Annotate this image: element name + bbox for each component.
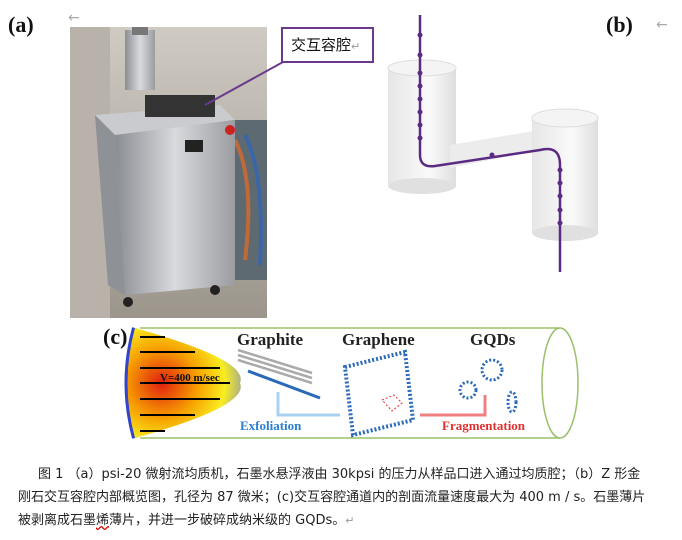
caption-text: 薄片，并进一步破碎成纳米级的 GQDs。 [109, 513, 346, 528]
return-mark: ↵ [345, 514, 355, 527]
return-mark: ↵ [351, 40, 361, 53]
caption-line-1: 图 1 （a）psi-20 微射流均质机，石墨水悬浮液由 30kpsi 的压力从… [38, 467, 641, 482]
figure-caption: 图 1 （a）psi-20 微射流均质机，石墨水悬浮液由 30kpsi 的压力从… [18, 463, 668, 532]
back-arrow-icon: ← [68, 10, 80, 26]
caption-line-2: 刚石交互容腔内部概览图，孔径为 87 微米；(c)交互容腔通道内的剖面流量速度最… [18, 490, 646, 505]
panel-c-label: (c) [103, 324, 127, 349]
interaction-chamber-callout: 交互容腔↵ [281, 27, 374, 63]
graphene-label: Graphene [342, 330, 415, 349]
spellcheck-word: 烯 [96, 513, 110, 528]
panel-a-label: (a) [8, 12, 34, 37]
graphene-sheet [342, 349, 416, 438]
velocity-label: V=400 m/sec [160, 372, 220, 384]
gqd-fragments [458, 358, 518, 414]
back-arrow-icon: ← [656, 17, 668, 33]
homogenizer-photo [70, 27, 284, 318]
exfoliation-label: Exfoliation [240, 418, 302, 433]
callout-text: 交互容腔 [291, 36, 352, 54]
graphite-label: Graphite [237, 330, 304, 349]
panel-b-label: (b) [606, 12, 633, 37]
velocity-arrows [140, 336, 230, 432]
caption-line-3: 被剥离成石墨烯薄片，并进一步破碎成纳米级的 GQDs。↵ [18, 509, 668, 532]
fragmentation-label: Fragmentation [442, 418, 526, 433]
flow-channel-diagram: (c) V=400 m/sec Graphite Exfoliation Gra… [103, 324, 579, 439]
caption-text: 被剥离成石墨 [18, 513, 97, 528]
gqds-label: GQDs [470, 330, 516, 349]
z-chamber-diagram [387, 15, 599, 272]
